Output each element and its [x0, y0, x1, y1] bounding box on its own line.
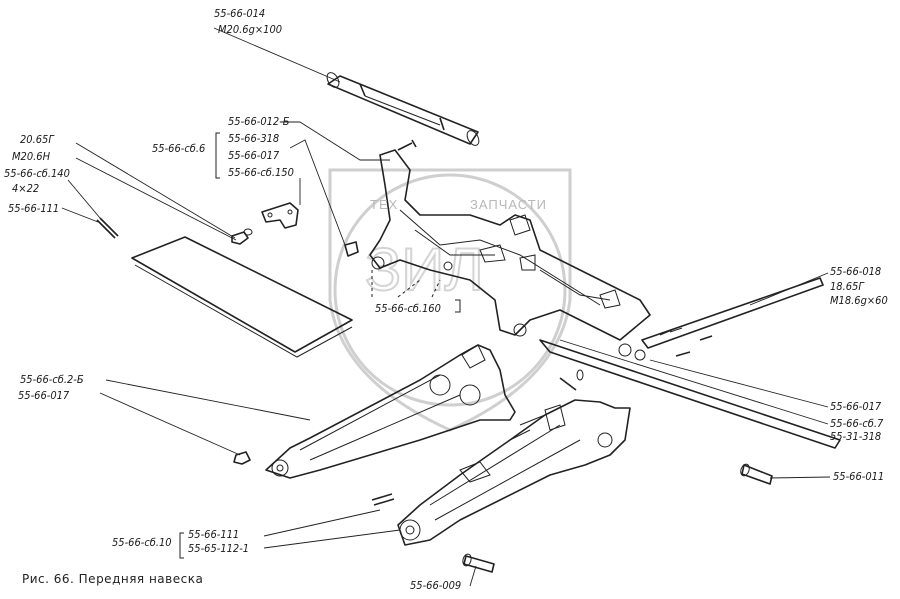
leader-lines	[61, 27, 831, 587]
label-55-66-009: 55-66-009	[410, 579, 462, 592]
cotter-pin	[96, 217, 119, 239]
label-55-66-sb140: 55-66-сб.140	[4, 167, 70, 180]
nut-bottom-left	[233, 451, 251, 465]
label-m20-6g-100: М20.6g×100	[218, 23, 283, 36]
label-55-66-sb6: 55-66-сб.6	[152, 142, 206, 155]
label-55-66-318: 55-66-318	[228, 132, 280, 145]
label-4x22: 4×22	[12, 182, 40, 195]
watermark-text-left: ТЕХ	[370, 197, 399, 212]
label-55-66-012-b: 55-66-012-Б	[228, 115, 290, 128]
label-20-65g: 20.65Г	[20, 133, 54, 146]
figure-caption: Рис. 66. Передняя навеска	[22, 572, 204, 586]
lower-arm-b	[397, 399, 631, 546]
pin-55-66-014	[326, 72, 480, 146]
thrust-rod	[641, 277, 824, 357]
label-55-66-sb160: 55-66-сб.160	[375, 302, 441, 315]
label-55-66-017-right: 55-66-017	[830, 400, 882, 413]
label-55-66-sb2-b: 55-66-сб.2-Б	[20, 373, 84, 386]
label-55-66-111-bottom: 55-66-111	[188, 528, 240, 541]
lower-arm-a	[265, 344, 516, 479]
watermark-text-right: ЗАПЧАСТИ	[470, 197, 548, 212]
label-55-66-sb150: 55-66-сб.150	[228, 166, 294, 179]
label-55-66-014: 55-66-014	[214, 7, 266, 20]
svg-text:ЗИЛ: ЗИЛ	[365, 236, 484, 303]
arm-cotter	[371, 369, 584, 506]
label-55-66-111-top: 55-66-111	[8, 202, 60, 215]
pin-55-66-009	[462, 553, 495, 573]
label-55-66-017-top: 55-66-017	[228, 149, 280, 162]
small-bolt	[397, 139, 417, 151]
label-55-66-sb7: 55-66-сб.7	[830, 417, 884, 430]
label-m18-6g-60: М18.6g×60	[830, 294, 888, 307]
label-m20-6n: М20.6Н	[12, 150, 51, 163]
label-55-66-sb10: 55-66-сб.10	[112, 536, 172, 549]
label-brackets	[179, 132, 461, 559]
label-55-31-318: 55-31-318	[830, 430, 882, 443]
upper-frame	[369, 149, 651, 361]
long-rod	[539, 339, 841, 449]
pin-55-66-011	[740, 463, 773, 485]
watermark-emblem: ЗИЛ	[328, 168, 572, 432]
label-18-65g: 18.65Г	[830, 280, 864, 293]
label-55-66-017-left: 55-66-017	[18, 389, 70, 402]
nut-washer	[231, 228, 253, 245]
frame-nut	[344, 241, 359, 257]
label-55-65-112-1: 55-65-112-1	[188, 542, 250, 555]
label-55-66-011: 55-66-011	[833, 470, 885, 483]
small-bracket	[261, 202, 299, 229]
label-55-66-018: 55-66-018	[830, 265, 882, 278]
plate	[131, 236, 353, 358]
